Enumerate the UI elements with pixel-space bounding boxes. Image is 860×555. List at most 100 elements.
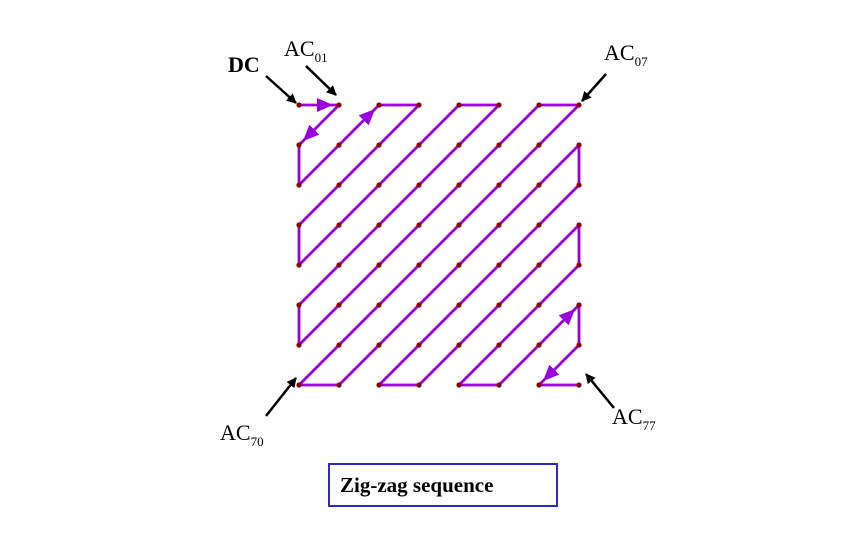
coefficient-dot xyxy=(296,142,302,148)
coefficient-dot xyxy=(416,222,422,228)
coefficient-dot xyxy=(536,142,542,148)
coefficient-dot xyxy=(416,102,422,108)
ac07-pointer-arrow xyxy=(581,73,607,102)
zigzag-segment xyxy=(497,143,541,187)
coefficient-dot xyxy=(456,142,462,148)
ac77-label: AC77 xyxy=(612,404,656,433)
coefficient-dot xyxy=(496,222,502,228)
coefficient-dot xyxy=(536,342,542,348)
path-arrowhead xyxy=(358,109,375,126)
coefficient-dot xyxy=(496,342,502,348)
zigzag-path xyxy=(297,98,581,387)
coefficient-dot xyxy=(536,102,542,108)
coefficient-dot xyxy=(336,342,342,348)
coefficient-dot xyxy=(496,142,502,148)
zigzag-segment xyxy=(417,143,461,187)
coefficient-dot xyxy=(496,302,502,308)
zigzag-segment xyxy=(457,263,501,307)
dc-label: DC xyxy=(228,52,260,77)
zigzag-segment xyxy=(297,183,341,227)
coefficient-dot xyxy=(456,342,462,348)
zigzag-segment xyxy=(457,183,501,227)
coefficient-dot xyxy=(496,102,502,108)
zigzag-segment xyxy=(537,183,581,227)
zigzag-segment xyxy=(417,303,461,347)
zigzag-segment xyxy=(537,143,581,187)
path-arrowhead xyxy=(558,309,575,326)
coefficient-dot xyxy=(416,342,422,348)
coefficient-dot xyxy=(336,222,342,228)
zigzag-segment xyxy=(377,183,421,227)
coefficient-dot xyxy=(576,182,582,188)
coefficient-dot xyxy=(576,102,582,108)
coefficient-dot xyxy=(376,262,382,268)
coefficient-dot xyxy=(456,262,462,268)
coefficient-dot xyxy=(416,262,422,268)
zigzag-segment xyxy=(497,263,541,307)
coefficient-dot xyxy=(576,262,582,268)
coefficient-grid xyxy=(296,102,582,388)
zigzag-segment xyxy=(297,223,341,267)
zigzag-segment xyxy=(377,263,421,307)
coefficient-dot xyxy=(536,222,542,228)
zigzag-segment xyxy=(337,183,381,227)
zigzag-segment xyxy=(377,143,421,187)
zigzag-segment xyxy=(457,143,501,187)
coefficient-dot xyxy=(336,302,342,308)
coefficient-dot xyxy=(416,302,422,308)
ac01-pointer-arrow xyxy=(305,65,337,96)
zigzag-segment xyxy=(297,343,341,387)
ac01-label: AC01 xyxy=(284,36,328,65)
coefficient-dot xyxy=(376,302,382,308)
zigzag-segment xyxy=(417,183,461,227)
zigzag-segment xyxy=(497,343,541,387)
zigzag-segment xyxy=(497,223,541,267)
zigzag-segment xyxy=(497,303,541,347)
coefficient-dot xyxy=(416,182,422,188)
ac70-pointer-arrow xyxy=(265,377,297,417)
coefficient-dot xyxy=(496,262,502,268)
coefficient-dot xyxy=(376,102,382,108)
coefficient-dot xyxy=(456,222,462,228)
coefficient-dot xyxy=(376,222,382,228)
zigzag-segment xyxy=(377,223,421,267)
coefficient-dot xyxy=(536,262,542,268)
coefficient-dot xyxy=(296,382,302,388)
zigzag-segment xyxy=(377,303,421,347)
zigzag-segment xyxy=(337,343,381,387)
caption-box: Zig-zag sequence xyxy=(328,463,558,507)
coefficient-dot xyxy=(456,382,462,388)
coefficient-dot xyxy=(576,222,582,228)
zigzag-segment xyxy=(337,303,381,347)
zigzag-segment xyxy=(417,103,461,147)
zigzag-segment xyxy=(537,263,581,307)
zigzag-segment xyxy=(337,223,381,267)
coefficient-dot xyxy=(536,182,542,188)
zigzag-segment xyxy=(377,343,421,387)
zigzag-segment xyxy=(297,263,341,307)
zigzag-segment xyxy=(457,343,501,387)
path-arrowhead xyxy=(303,124,320,141)
coefficient-dot xyxy=(456,102,462,108)
caption-text: Zig-zag sequence xyxy=(340,472,494,497)
coefficient-dot xyxy=(496,382,502,388)
coefficient-dot xyxy=(576,302,582,308)
coefficient-dot xyxy=(296,182,302,188)
coefficient-dot xyxy=(376,382,382,388)
coefficient-dot xyxy=(296,222,302,228)
coefficient-dot xyxy=(296,302,302,308)
zigzag-segment xyxy=(497,183,541,227)
coefficient-dot xyxy=(416,142,422,148)
zigzag-segment xyxy=(297,143,341,187)
coefficient-dot xyxy=(536,302,542,308)
coefficient-dot xyxy=(336,102,342,108)
coefficient-dot xyxy=(496,182,502,188)
coefficient-dot xyxy=(576,342,582,348)
ac70-label: AC70 xyxy=(220,420,264,449)
path-arrowhead xyxy=(543,364,560,381)
zigzag-segment xyxy=(457,103,501,147)
coefficient-dot xyxy=(416,382,422,388)
coefficient-dot xyxy=(376,342,382,348)
zigzag-segment xyxy=(497,103,541,147)
